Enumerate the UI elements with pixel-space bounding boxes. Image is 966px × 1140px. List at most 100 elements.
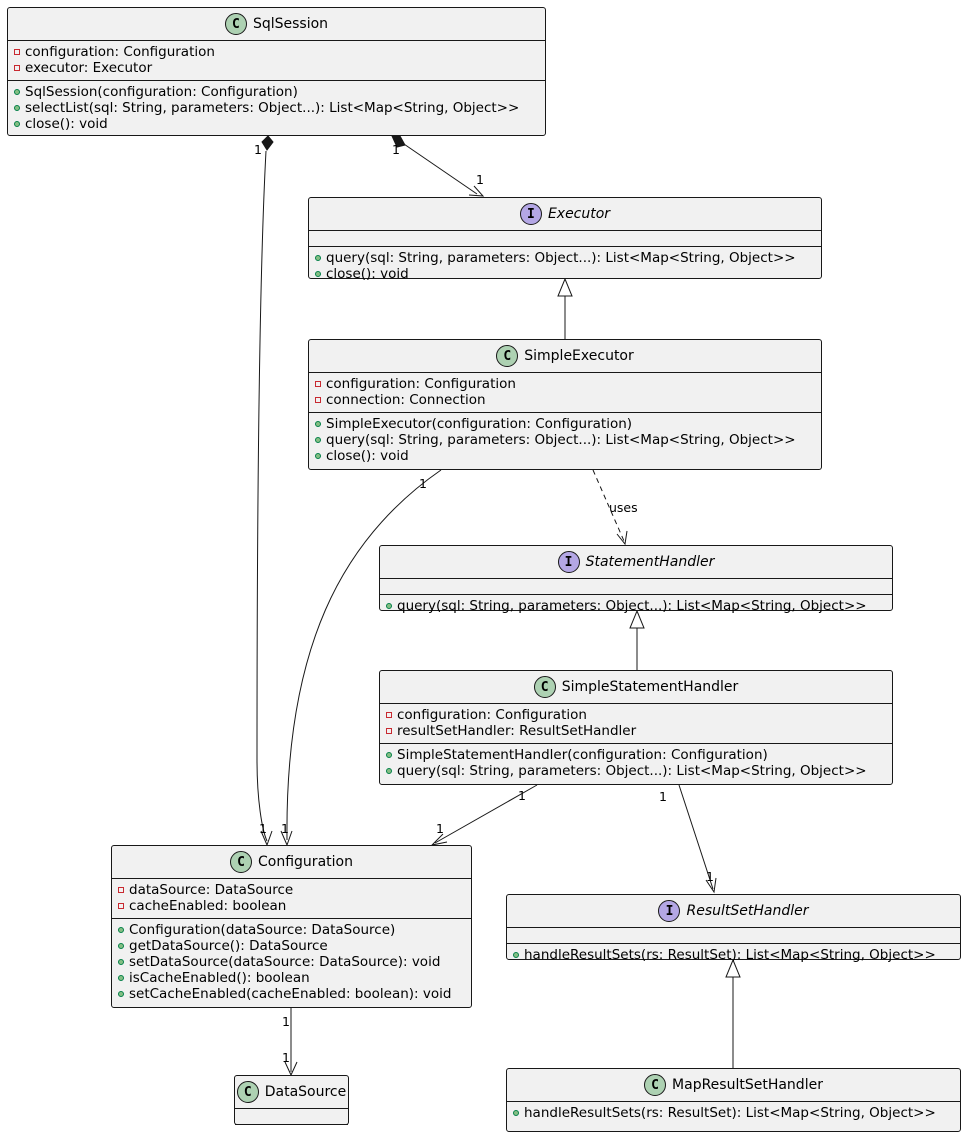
method-text: handleResultSets(rs: ResultSet): List<Ma… (524, 1105, 936, 1121)
methods-section: query(sql: String, parameters: Object...… (380, 595, 892, 618)
class-icon: C (224, 13, 247, 35)
method-text: query(sql: String, parameters: Object...… (397, 598, 867, 614)
method-row: setDataSource(dataSource: DataSource): v… (118, 954, 465, 970)
field-text: configuration: Configuration (25, 44, 215, 60)
method-text: selectList(sql: String, parameters: Obje… (25, 100, 520, 116)
method-row: query(sql: String, parameters: Object...… (315, 250, 815, 266)
method-text: setCacheEnabled(cacheEnabled: boolean): … (129, 986, 452, 1002)
class-header: I StatementHandler (380, 546, 892, 579)
interface-executor: I Executor query(sql: String, parameters… (308, 197, 822, 282)
mult-sqlsession-executor-from: 1 (392, 142, 400, 157)
class-name: ResultSetHandler (686, 903, 809, 919)
class-name: MapResultSetHandler (672, 1077, 823, 1093)
arrowhead-statementhandler (616, 530, 628, 546)
public-icon (386, 768, 392, 774)
method-row: SqlSession(configuration: Configuration) (14, 84, 539, 100)
mult-simplestatementhandler-resultsethandler-from: 1 (659, 789, 667, 804)
public-icon (315, 437, 321, 443)
class-icon: C (496, 345, 519, 367)
interface-icon: I (658, 900, 681, 922)
public-icon (315, 271, 321, 277)
class-configuration: C Configuration dataSource: DataSource c… (111, 845, 472, 1008)
method-text: query(sql: String, parameters: Object...… (397, 763, 867, 779)
class-icon: C (236, 1081, 259, 1103)
class-datasource: C DataSource (234, 1075, 349, 1125)
methods-section: handleResultSets(rs: ResultSet): List<Ma… (507, 1102, 960, 1125)
uses-label: uses (609, 500, 638, 515)
edge-simplestatementhandler-configuration (434, 784, 538, 844)
method-row: Configuration(dataSource: DataSource) (118, 922, 465, 938)
edge-uses (592, 469, 625, 542)
private-icon (14, 49, 20, 55)
arrowhead-resultsethandler (705, 877, 717, 894)
method-row: setCacheEnabled(cacheEnabled: boolean): … (118, 986, 465, 1002)
realization-triangle-statementhandler (629, 609, 645, 629)
method-text: close(): void (326, 448, 409, 464)
method-text: close(): void (25, 116, 108, 132)
field-row: configuration: Configuration (315, 376, 815, 392)
edge-sqlsession-executor (400, 141, 478, 195)
method-row: handleResultSets(rs: ResultSet): List<Ma… (513, 1105, 954, 1121)
fields-section: configuration: Configuration resultSetHa… (380, 704, 892, 744)
method-text: setDataSource(dataSource: DataSource): v… (129, 954, 441, 970)
method-text: Configuration(dataSource: DataSource) (129, 922, 396, 938)
public-icon (118, 959, 124, 965)
method-row: query(sql: String, parameters: Object...… (315, 432, 815, 448)
methods-section: SimpleStatementHandler(configuration: Co… (380, 744, 892, 783)
methods-section: SimpleExecutor(configuration: Configurat… (309, 413, 821, 468)
class-sqlsession: C SqlSession configuration: Configuratio… (7, 7, 546, 136)
private-icon (118, 887, 124, 893)
field-text: configuration: Configuration (326, 376, 516, 392)
methods-section: handleResultSets(rs: ResultSet): List<Ma… (507, 944, 960, 967)
method-row: selectList(sql: String, parameters: Obje… (14, 100, 539, 116)
fields-section (235, 1109, 348, 1125)
class-header: C MapResultSetHandler (507, 1069, 960, 1102)
fields-section: configuration: Configuration executor: E… (8, 41, 545, 81)
method-text: handleResultSets(rs: ResultSet): List<Ma… (524, 947, 936, 963)
field-text: connection: Connection (326, 392, 486, 408)
method-row: close(): void (14, 116, 539, 132)
method-row: getDataSource(): DataSource (118, 938, 465, 954)
class-name: DataSource (264, 1084, 347, 1100)
methods-section: SqlSession(configuration: Configuration)… (8, 81, 545, 136)
methods-section: query(sql: String, parameters: Object...… (309, 247, 821, 286)
class-simpleexecutor: C SimpleExecutor configuration: Configur… (308, 339, 822, 470)
fields-section (507, 928, 960, 944)
class-header: I ResultSetHandler (507, 895, 960, 928)
fields-section (309, 231, 821, 247)
private-icon (386, 728, 392, 734)
class-icon: C (533, 676, 556, 698)
method-row: SimpleStatementHandler(configuration: Co… (386, 747, 886, 763)
method-text: isCacheEnabled(): boolean (129, 970, 310, 986)
realization-triangle-resultsethandler (725, 958, 741, 978)
mult-simpleexecutor-configuration-to: 1 (281, 821, 289, 836)
class-name: Configuration (258, 854, 353, 870)
public-icon (14, 105, 20, 111)
public-icon (14, 121, 20, 127)
public-icon (118, 927, 124, 933)
realization-triangle-executor (557, 277, 573, 297)
method-text: SimpleExecutor(configuration: Configurat… (326, 416, 633, 432)
field-row: connection: Connection (315, 392, 815, 408)
arrowhead-executor (468, 185, 485, 197)
class-mapresultsethandler: C MapResultSetHandler handleResultSets(r… (506, 1068, 961, 1132)
private-icon (118, 903, 124, 909)
edge-simplestatementhandler-resultsethandler (678, 784, 714, 890)
class-header: C SimpleStatementHandler (380, 671, 892, 704)
field-row: dataSource: DataSource (118, 882, 465, 898)
mult-configuration-datasource-to: 1 (282, 1050, 290, 1065)
interface-icon: I (557, 551, 580, 573)
method-text: close(): void (326, 266, 409, 282)
class-name: SimpleStatementHandler (561, 679, 739, 695)
fields-section: configuration: Configuration connection:… (309, 373, 821, 413)
composition-diamond-executor (391, 135, 406, 148)
method-text: SimpleStatementHandler(configuration: Co… (397, 747, 768, 763)
public-icon (118, 975, 124, 981)
public-icon (386, 603, 392, 609)
mult-sqlsession-executor-to: 1 (476, 172, 484, 187)
field-text: resultSetHandler: ResultSetHandler (397, 723, 637, 739)
public-icon (14, 89, 20, 95)
class-name: StatementHandler (585, 554, 715, 570)
method-text: getDataSource(): DataSource (129, 938, 328, 954)
